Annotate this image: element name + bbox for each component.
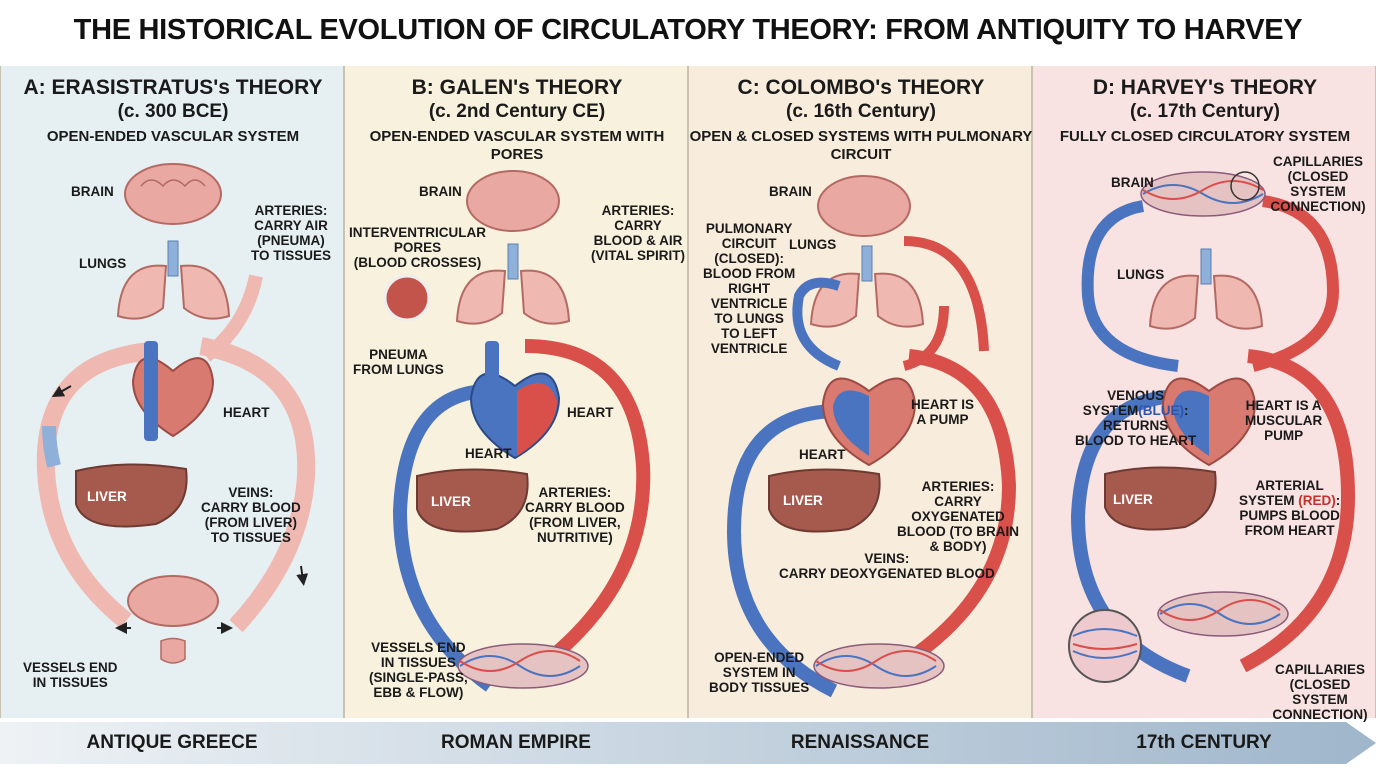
liver-icon — [416, 468, 529, 533]
label-lungs: LUNGS — [1117, 267, 1165, 282]
panel-subtitle: OPEN-ENDED VASCULAR SYSTEM WITH PORES — [369, 128, 665, 163]
capillary-magnifier-icon — [1068, 609, 1142, 683]
panel-title: C: COLOMBO's THEORY — [737, 76, 985, 99]
timeline-era: ANTIQUE GREECE — [86, 732, 258, 753]
panel-date: (c. 16th Century) — [786, 101, 936, 122]
label-capillaries-bottom: CAPILLARIES (CLOSED SYSTEM CONNECTION) — [1272, 662, 1368, 722]
label-liver: LIVER — [87, 489, 127, 504]
arterial-text-a: ARTERIAL SYSTEM — [1239, 478, 1324, 508]
label-brain: BRAIN — [1111, 175, 1154, 190]
label-arteries-top: ARTERIES: CARRY BLOOD & AIR (VITAL SPIRI… — [591, 203, 685, 263]
label-arteries: ARTERIES: CARRY AIR (PNEUMA) TO TISSUES — [251, 203, 332, 263]
brain-icon — [466, 170, 560, 232]
lungs-icon — [116, 264, 168, 320]
timeline-era: ROMAN EMPIRE — [441, 732, 591, 753]
venous-text-b: : RETURNS BLOOD TO HEART — [1075, 403, 1197, 448]
liver-icon — [1104, 466, 1217, 531]
panel-title: A: ERASISTRATUS's THEORY — [23, 76, 323, 99]
panel-harvey: D: HARVEY's THEORY (c. 17th Century) FUL… — [1032, 66, 1376, 722]
vein-loop — [36, 342, 152, 629]
capillary-bed-icon — [457, 643, 589, 689]
erasistratus-diagram — [36, 163, 316, 664]
venous-blue: (BLUE) — [1138, 403, 1184, 418]
label-arteries: ARTERIES: CARRY OXYGENATED BLOOD (TO BRA… — [897, 479, 1019, 554]
capillary-bed-icon — [813, 643, 945, 689]
label-pump: HEART IS A PUMP — [911, 397, 975, 427]
galen-diagram — [383, 170, 651, 692]
panel-colombo: C: COLOMBO's THEORY (c. 16th Century) OP… — [688, 66, 1032, 718]
label-heart: HEART — [223, 405, 270, 420]
label-arteries-bottom: ARTERIES: CARRY BLOOD (FROM LIVER, NUTRI… — [525, 485, 625, 545]
label-lungs: LUNGS — [789, 237, 837, 252]
label-heart-below: HEART — [465, 446, 512, 461]
label-vessels-end: VESSELS END IN TISSUES (SINGLE-PASS, EBB… — [369, 640, 468, 700]
colombo-diagram — [726, 175, 1017, 698]
artery-loop — [895, 349, 1017, 672]
artery-loop — [524, 339, 651, 662]
harvey-diagram — [1068, 171, 1356, 683]
brain-icon — [817, 175, 911, 237]
label-heart-right: HEART — [567, 405, 614, 420]
label-liver: LIVER — [783, 493, 823, 508]
panel-date: (c. 300 BCE) — [117, 101, 229, 122]
timeline-era: 17th CENTURY — [1136, 732, 1272, 753]
panel-title: D: HARVEY's THEORY — [1092, 76, 1318, 99]
label-capillaries-top: CAPILLARIES (CLOSED SYSTEM CONNECTION) — [1270, 154, 1366, 214]
artery-loop — [199, 337, 316, 633]
arterial-text-b: : PUMPS BLOOD FROM HEART — [1239, 493, 1341, 538]
pores-magnifier-icon — [383, 274, 431, 322]
page-title: THE HISTORICAL EVOLUTION OF CIRCULATORY … — [73, 14, 1303, 46]
panel-galen: B: GALEN's THEORY (c. 2nd Century CE) OP… — [344, 66, 688, 718]
panel-subtitle: OPEN & CLOSED SYSTEMS WITH PULMONARY CIR… — [689, 128, 1033, 163]
panel-title: B: GALEN's THEORY — [411, 76, 623, 99]
liver-icon — [768, 468, 881, 533]
label-brain: BRAIN — [769, 184, 812, 199]
artery-loop — [1239, 349, 1356, 673]
label-liver: LIVER — [1113, 492, 1153, 507]
panel-erasistratus: A: ERASISTRATUS's THEORY (c. 300 BCE) OP… — [0, 66, 344, 718]
label-liver: LIVER — [431, 494, 471, 509]
label-brain: BRAIN — [419, 184, 462, 199]
vein-loop — [726, 404, 840, 698]
panel-date: (c. 17th Century) — [1130, 101, 1280, 122]
vein-loop — [392, 384, 495, 692]
liver-icon — [75, 463, 188, 528]
timeline-arrow — [0, 722, 1376, 764]
label-pulmonary: PULMONARY CIRCUIT (CLOSED): BLOOD FROM R… — [703, 221, 796, 356]
venous-text-a: VENOUS SYSTEM — [1082, 388, 1165, 418]
timeline-era: RENAISSANCE — [790, 732, 930, 753]
brain-icon — [124, 163, 222, 225]
label-pores: INTERVENTRICULAR PORES (BLOOD CROSSES) — [349, 225, 487, 270]
panel-subtitle: FULLY CLOSED CIRCULATORY SYSTEM — [1059, 128, 1351, 145]
panel-subtitle: OPEN-ENDED VASCULAR SYSTEM — [46, 128, 300, 145]
lungs-icon — [455, 269, 507, 325]
label-lungs: LUNGS — [79, 256, 127, 271]
label-pump: HEART IS A MUSCULAR PUMP — [1245, 398, 1323, 443]
label-veins: VEINS: CARRY DEOXYGENATED BLOOD — [779, 551, 995, 581]
label-open-ended: OPEN-ENDED SYSTEM IN BODY TISSUES — [709, 650, 810, 695]
label-venous: VENOUS SYSTEM(BLUE): RETURNS BLOOD TO HE… — [1075, 388, 1196, 448]
label-brain: BRAIN — [71, 184, 114, 199]
arterial-red: (RED) — [1298, 493, 1336, 508]
panel-date: (c. 2nd Century CE) — [428, 101, 606, 122]
label-arterial: ARTERIAL SYSTEM (RED): PUMPS BLOOD FROM … — [1239, 478, 1340, 538]
label-veins: VEINS: CARRY BLOOD (FROM LIVER) TO TISSU… — [201, 485, 301, 545]
label-pneuma: PNEUMA FROM LUNGS — [353, 347, 444, 377]
label-vessels-end: VESSELS END IN TISSUES — [23, 660, 118, 690]
label-heart: HEART — [799, 447, 846, 462]
lungs-icon — [1148, 274, 1200, 330]
